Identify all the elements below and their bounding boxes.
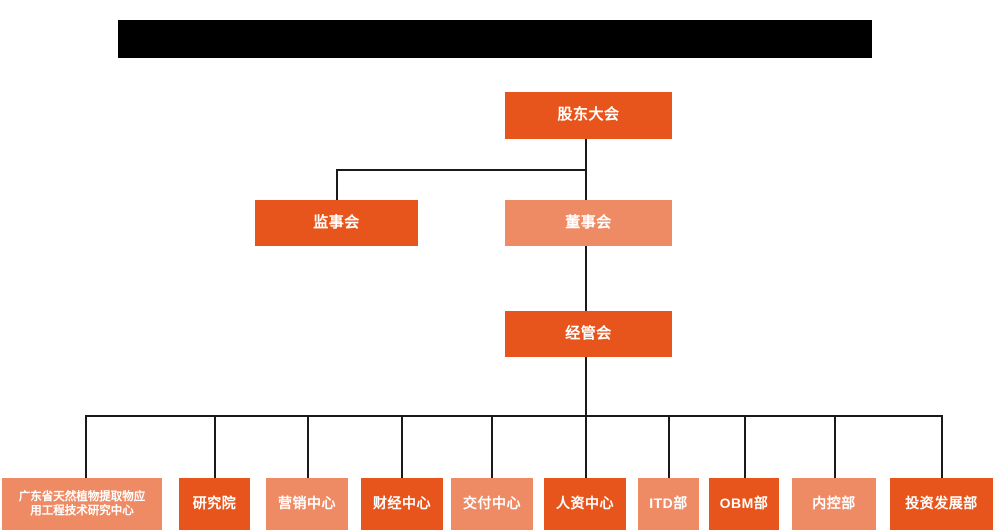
- node-internal-control-dept[interactable]: 内控部: [792, 478, 876, 530]
- connector-drop-research-institute: [214, 415, 216, 478]
- connector-drop-internal-control-dept: [834, 415, 836, 478]
- node-shareholders[interactable]: 股东大会: [505, 92, 672, 139]
- node-management-label: 经管会: [565, 324, 612, 342]
- node-directors[interactable]: 董事会: [505, 200, 672, 246]
- node-investment-dev-dept-label: 投资发展部: [905, 495, 978, 512]
- connector-shareholders-to-supervisors: [336, 169, 586, 171]
- node-hr-center-label: 人资中心: [556, 495, 614, 512]
- node-supervisors[interactable]: 监事会: [255, 200, 418, 246]
- redacted-title-banner: [118, 20, 872, 58]
- connector-directors-to-management: [585, 245, 587, 311]
- node-investment-dev-dept[interactable]: 投资发展部: [890, 478, 993, 530]
- node-eng-research-center[interactable]: 广东省天然植物提取物应 用工程技术研究中心: [2, 478, 162, 530]
- node-obm-dept[interactable]: OBM部: [709, 478, 779, 530]
- node-marketing-center[interactable]: 营销中心: [266, 478, 348, 530]
- node-hr-center[interactable]: 人资中心: [544, 478, 626, 530]
- node-finance-center[interactable]: 财经中心: [361, 478, 443, 530]
- node-finance-center-label: 财经中心: [373, 495, 431, 512]
- connector-management-to-bus: [585, 357, 587, 416]
- node-eng-research-center-label: 广东省天然植物提取物应 用工程技术研究中心: [18, 490, 146, 517]
- node-directors-label: 董事会: [565, 213, 612, 231]
- node-research-institute-label: 研究院: [192, 495, 237, 512]
- connector-drop-itd-dept: [668, 415, 670, 478]
- node-itd-dept[interactable]: ITD部: [638, 478, 699, 530]
- node-obm-dept-label: OBM部: [719, 495, 769, 512]
- connector-department-bus: [85, 415, 943, 417]
- connector-drop-finance-center: [401, 415, 403, 478]
- node-marketing-center-label: 营销中心: [278, 495, 336, 512]
- connector-drop-marketing-center: [307, 415, 309, 478]
- node-delivery-center[interactable]: 交付中心: [451, 478, 533, 530]
- connector-drop-delivery-center: [491, 415, 493, 478]
- node-supervisors-label: 监事会: [313, 213, 360, 231]
- connector-drop-investment-dev-dept: [941, 415, 943, 478]
- connector-drop-obm-dept: [744, 415, 746, 478]
- node-itd-dept-label: ITD部: [649, 495, 688, 512]
- node-research-institute[interactable]: 研究院: [179, 478, 250, 530]
- connector-supervisors-drop: [336, 169, 338, 200]
- connector-drop-eng-research-center: [85, 415, 87, 478]
- node-management[interactable]: 经管会: [505, 311, 672, 357]
- connector-shareholders-down: [585, 138, 587, 246]
- node-internal-control-dept-label: 内控部: [812, 495, 856, 512]
- node-delivery-center-label: 交付中心: [463, 495, 521, 512]
- node-shareholders-label: 股东大会: [557, 106, 620, 124]
- connector-drop-hr-center: [585, 415, 587, 478]
